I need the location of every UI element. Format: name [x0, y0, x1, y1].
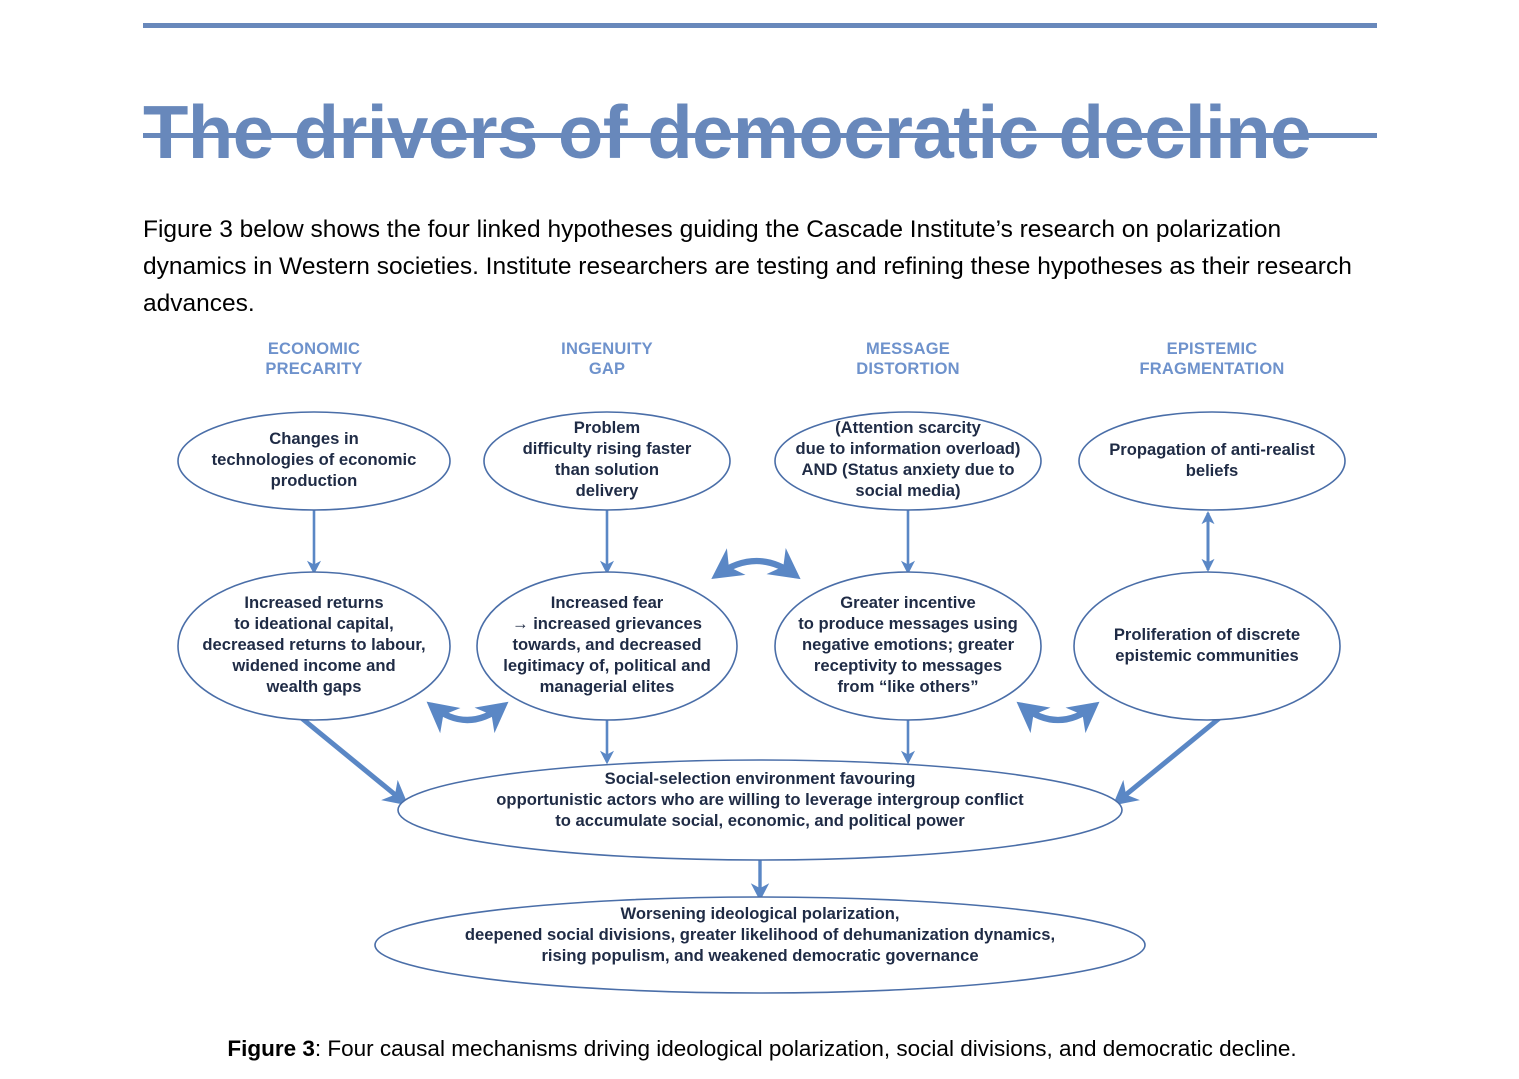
node-line: beliefs: [1186, 461, 1239, 480]
node-line: widened income and: [231, 656, 395, 675]
node-line: technologies of economic: [212, 450, 417, 469]
diagram-svg: ECONOMIC PRECARITY INGENUITY GAP MESSAGE…: [177, 340, 1346, 994]
node-line: Increased fear: [551, 593, 664, 612]
column-header-line1: MESSAGE: [866, 340, 950, 358]
column-header-line1: ECONOMIC: [268, 340, 360, 358]
arrow-precarity-to-social-selection: [297, 714, 409, 806]
header-rule-bottom: [143, 133, 1377, 138]
node-line: difficulty rising faster: [523, 439, 692, 458]
figure-caption-label: Figure 3: [227, 1036, 315, 1061]
node-line: deepened social divisions, greater likel…: [465, 925, 1055, 944]
node-line: Social-selection environment favouring: [605, 769, 916, 788]
node-line: Problem: [574, 418, 640, 437]
column-header-message-distortion: MESSAGE DISTORTION: [856, 340, 959, 378]
node-line: receptivity to messages: [814, 656, 1002, 675]
arrow-curved-message-epistemic: [1016, 701, 1100, 734]
node-line: Proliferation of discrete: [1114, 625, 1300, 644]
node-increased-fear[interactable]: Increased fear → increased grievances to…: [476, 571, 738, 721]
node-line: opportunistic actors who are willing to …: [496, 790, 1024, 809]
header-rule-top: [143, 23, 1377, 28]
node-line: legitimacy of, political and: [503, 656, 710, 675]
page-title: The drivers of democratic decline: [143, 90, 1311, 175]
node-epistemic-communities[interactable]: Proliferation of discrete epistemic comm…: [1073, 571, 1341, 721]
node-line: decreased returns to labour,: [202, 635, 425, 654]
node-line: negative emotions; greater: [802, 635, 1015, 654]
node-line: → increased grievances: [512, 614, 702, 633]
column-header-line1: INGENUITY: [561, 340, 653, 358]
node-line: to accumulate social, economic, and poli…: [555, 811, 965, 830]
node-greater-incentive[interactable]: Greater incentive to produce messages us…: [774, 571, 1042, 721]
node-line: Changes in: [269, 429, 358, 448]
node-line: Worsening ideological polarization,: [620, 904, 899, 923]
node-attention-scarcity[interactable]: (Attention scarcity due to information o…: [774, 411, 1042, 511]
node-line: AND (Status anxiety due to: [802, 460, 1015, 479]
node-line: rising populism, and weakened democratic…: [541, 946, 978, 965]
figure-caption-text: : Four causal mechanisms driving ideolog…: [314, 1036, 1297, 1061]
node-line: (Attention scarcity: [835, 418, 981, 437]
node-line: towards, and decreased: [512, 635, 701, 654]
column-header-line1: EPISTEMIC: [1167, 340, 1258, 358]
node-increased-returns[interactable]: Increased returns to ideational capital,…: [177, 571, 451, 721]
node-worsening-polarization[interactable]: Worsening ideological polarization, deep…: [374, 896, 1146, 994]
node-line: from “like others”: [837, 677, 978, 696]
arrow-curved-precarity-ingenuity: [426, 701, 509, 734]
node-line: Greater incentive: [840, 593, 976, 612]
node-line: managerial elites: [540, 677, 675, 696]
figure-3-diagram: ECONOMIC PRECARITY INGENUITY GAP MESSAGE…: [0, 320, 1519, 1010]
column-header-economic-precarity: ECONOMIC PRECARITY: [265, 340, 362, 378]
node-line: to produce messages using: [798, 614, 1017, 633]
arrow-curved-ingenuity-message: [711, 548, 801, 580]
column-header-epistemic-fragmentation: EPISTEMIC FRAGMENTATION: [1140, 340, 1285, 378]
column-header-line2: PRECARITY: [265, 360, 362, 378]
node-changes-in-technologies[interactable]: Changes in technologies of economic prod…: [177, 411, 451, 511]
node-line: epistemic communities: [1115, 646, 1299, 665]
node-anti-realist-beliefs[interactable]: Propagation of anti-realist beliefs: [1078, 411, 1346, 511]
column-header-line2: FRAGMENTATION: [1140, 360, 1285, 378]
column-header-line2: GAP: [589, 360, 625, 378]
node-problem-difficulty[interactable]: Problem difficulty rising faster than so…: [483, 411, 731, 511]
node-line: social media): [855, 481, 960, 500]
node-line: than solution: [555, 460, 659, 479]
node-line: delivery: [576, 481, 640, 500]
node-line: to ideational capital,: [234, 614, 394, 633]
column-header-ingenuity-gap: INGENUITY GAP: [561, 340, 653, 378]
figure-caption: Figure 3: Four causal mechanisms driving…: [143, 1034, 1381, 1064]
intro-paragraph: Figure 3 below shows the four linked hyp…: [143, 215, 1352, 317]
node-line: Increased returns: [244, 593, 383, 612]
arrow-epistemic-to-social-selection: [1112, 714, 1224, 806]
column-header-line2: DISTORTION: [856, 360, 959, 378]
node-line: due to information overload): [796, 439, 1021, 458]
node-line: wealth gaps: [266, 677, 362, 696]
node-line: production: [271, 471, 358, 490]
node-social-selection-environment[interactable]: Social-selection environment favouring o…: [397, 759, 1123, 861]
node-line: Propagation of anti-realist: [1109, 440, 1315, 459]
